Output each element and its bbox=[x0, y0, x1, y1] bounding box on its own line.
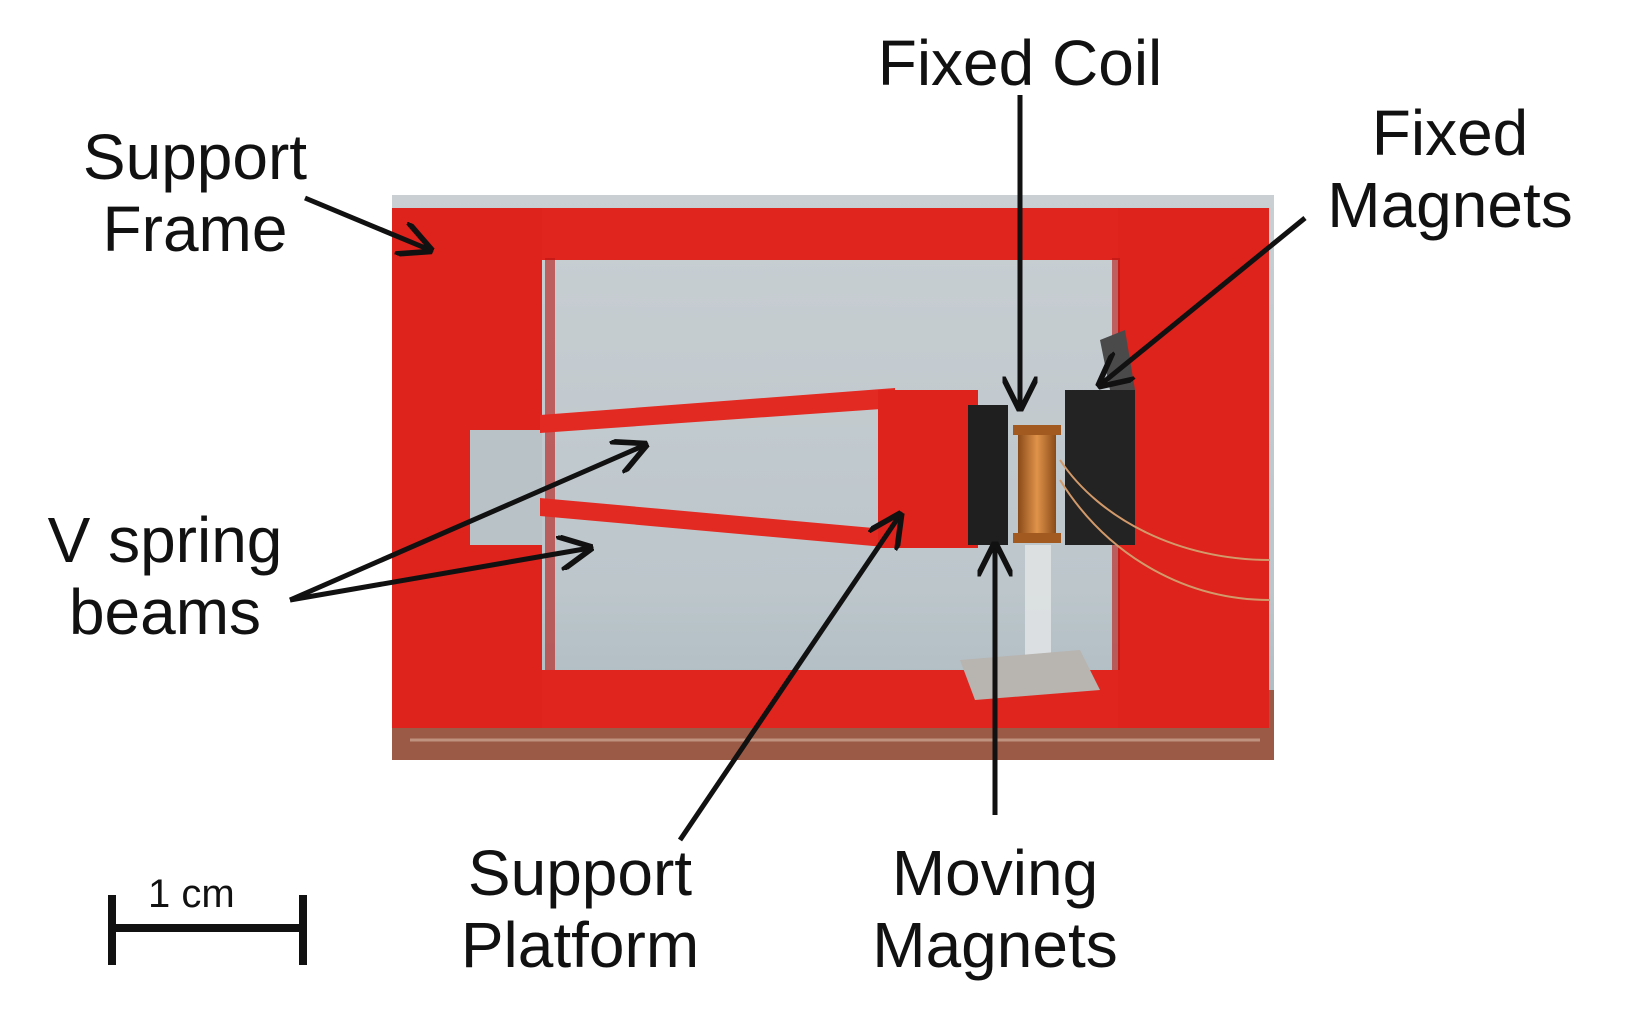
annotation-arrows bbox=[288, 95, 1307, 842]
arrow-support-frame bbox=[304, 195, 430, 250]
arrow-support-platform bbox=[677, 515, 900, 842]
coil-wires bbox=[1059, 459, 1271, 601]
label-fixed-magnets-line2: Magnets bbox=[1327, 168, 1573, 241]
arrow-v-spring-upper bbox=[288, 445, 645, 603]
label-v-spring-beams-line1: V spring bbox=[47, 504, 283, 576]
label-moving-magnets: Moving Magnets bbox=[840, 837, 1150, 981]
moving-magnet-block bbox=[968, 405, 1008, 545]
v-spring-beams bbox=[540, 388, 895, 548]
label-fixed-magnets-line1: Fixed bbox=[1371, 97, 1529, 169]
scale-bar bbox=[108, 895, 307, 965]
arrow-v-spring-lower bbox=[289, 548, 590, 603]
label-v-spring-beams: V spring beams bbox=[15, 504, 315, 648]
label-support-platform: Support Platform bbox=[425, 837, 735, 981]
label-support-frame-line2: Frame bbox=[102, 192, 288, 265]
label-support-platform-line2: Platform bbox=[460, 908, 700, 981]
arrow-fixed-magnets bbox=[1100, 216, 1307, 385]
label-v-spring-beams-line2: beams bbox=[68, 575, 262, 648]
label-support-frame-line1: Support bbox=[82, 121, 308, 193]
fixed-coil bbox=[1013, 425, 1061, 660]
label-moving-magnets-line2: Magnets bbox=[872, 908, 1118, 981]
label-fixed-magnets: Fixed Magnets bbox=[1285, 97, 1615, 241]
label-fixed-coil-text: Fixed Coil bbox=[877, 27, 1163, 99]
label-fixed-coil: Fixed Coil bbox=[820, 27, 1220, 100]
label-support-frame: Support Frame bbox=[50, 121, 340, 265]
label-support-platform-line1: Support bbox=[467, 837, 693, 909]
label-moving-magnets-line1: Moving bbox=[891, 837, 1099, 909]
scale-bar-label: 1 cm bbox=[148, 872, 235, 916]
